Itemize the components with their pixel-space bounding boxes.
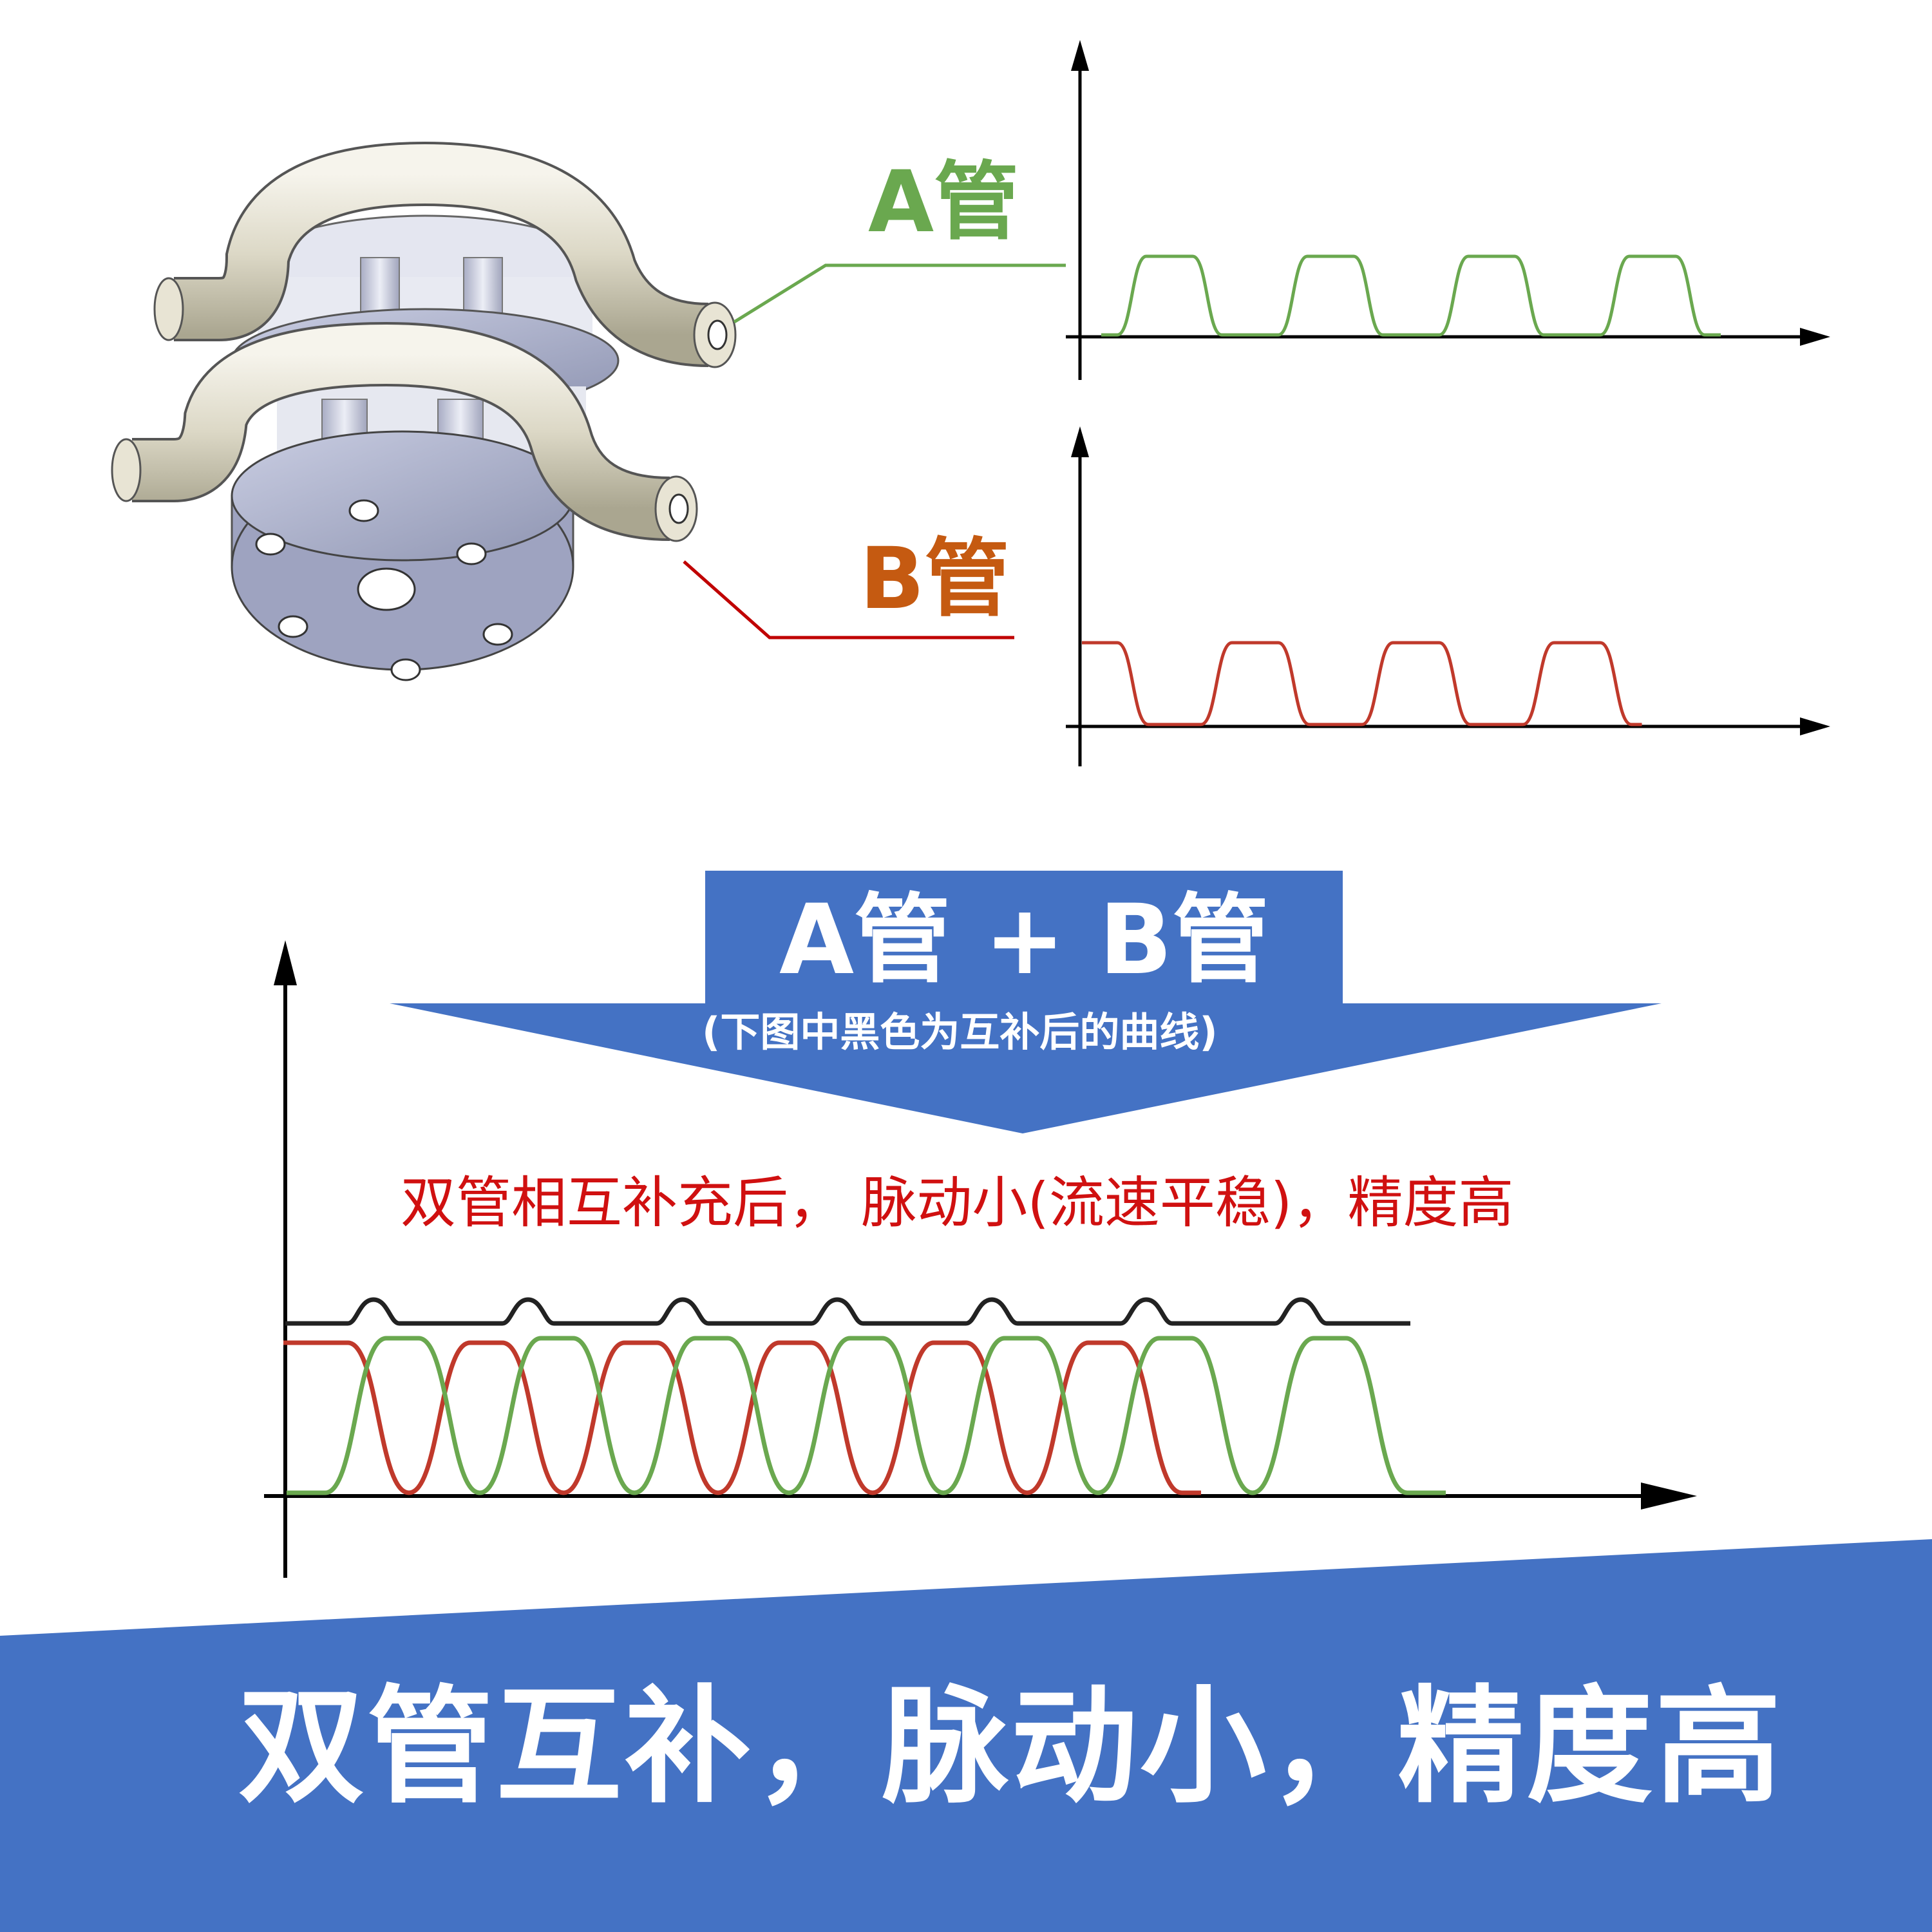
chart-combined-curve-a: [287, 1336, 1446, 1495]
label-tube-a: A管: [868, 153, 1019, 252]
pump-illustration: [111, 141, 737, 681]
chart-a: [1066, 40, 1830, 380]
note-text: 双管相互补充后， 脉动小(流速平稳)，精度高: [401, 1171, 1514, 1235]
leader-line-a: [733, 263, 1066, 324]
slogan-text: 双管互补，脉动小，精度高: [238, 1674, 1785, 1821]
label-tube-b: B管: [860, 529, 1010, 629]
chart-combined-y-arrow: [274, 940, 297, 985]
banner-subtitle: (下图中黑色为互补后的曲线): [702, 1009, 1218, 1056]
banner-triangle: [390, 1003, 1662, 1133]
chart-a-x-arrow: [1800, 328, 1830, 346]
chart-b-curve: [1082, 641, 1642, 726]
chart-b-x-arrow: [1800, 717, 1830, 735]
slogan-band: [0, 1539, 1932, 1932]
banner-box: [705, 871, 1343, 1006]
chart-combined-x-arrow: [1641, 1482, 1697, 1510]
banner-title: A管 + B管: [779, 884, 1269, 996]
chart-combined: [264, 940, 1697, 1578]
chart-combined-curve-b: [283, 1340, 1201, 1495]
chart-combined-curve-sum: [285, 1297, 1410, 1326]
banner-arrow: [390, 871, 1662, 1133]
chart-b-y-arrow: [1071, 426, 1089, 457]
chart-b: [1066, 426, 1830, 766]
leader-line-b: [683, 560, 1014, 639]
chart-a-y-arrow: [1071, 40, 1089, 71]
chart-a-curve: [1101, 254, 1721, 337]
